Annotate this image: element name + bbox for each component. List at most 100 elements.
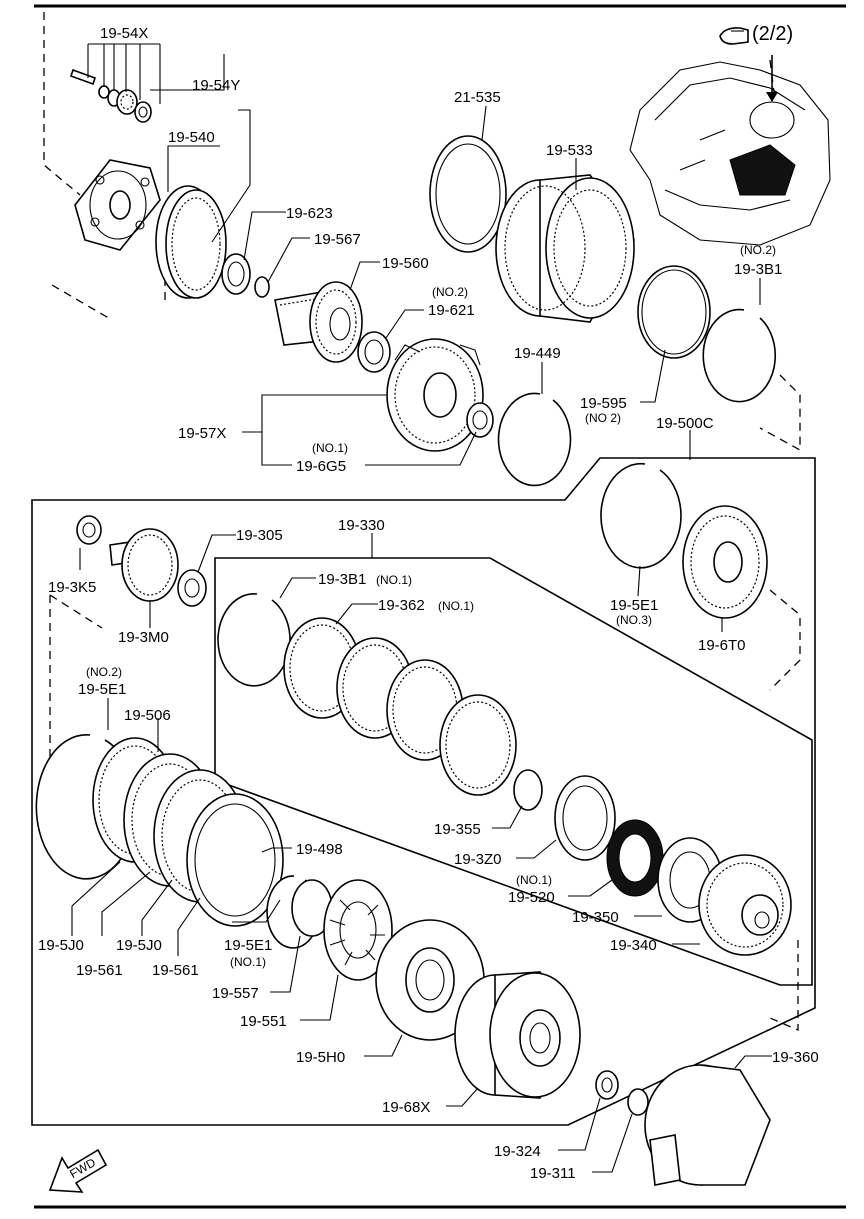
- part-ring-19595: [637, 265, 711, 359]
- label-19-533: 19-533: [546, 142, 593, 159]
- label-19-520: 19-520: [508, 889, 555, 906]
- hand-pointer-icon: [719, 27, 749, 45]
- label-19-350: 19-350: [572, 909, 619, 926]
- label-19-5E1-no1: 19-5E1: [224, 937, 272, 954]
- part-hub-19340: [698, 854, 792, 956]
- part-drum-19533: [495, 174, 635, 323]
- label-19-3M0: 19-3M0: [118, 629, 169, 646]
- dashed-guides: [43, 12, 801, 1031]
- part-snapring-193B1-no1: [217, 593, 291, 687]
- label-19-621-note: (NO.2): [432, 285, 468, 299]
- reference-arrowhead: [766, 92, 778, 102]
- part-piston-195H0: [375, 919, 485, 1041]
- part-washer-19324-hole: [601, 1077, 613, 1093]
- label-19-3Z0: 19-3Z0: [454, 851, 502, 868]
- label-19-5E1-no3: 19-5E1: [610, 597, 658, 614]
- label-19-567: 19-567: [314, 231, 361, 248]
- label-19-68X: 19-68X: [382, 1099, 430, 1116]
- part-ring-gear: [155, 185, 227, 299]
- label-19-3B1-top-note: (NO.2): [740, 243, 776, 257]
- label-19-324: 19-324: [494, 1143, 541, 1160]
- label-19-311: 19-311: [530, 1165, 576, 1182]
- label-19-5E1-no3-note: (NO.3): [616, 613, 652, 627]
- label-19-498: 19-498: [296, 841, 343, 858]
- label-19-54Y: 19-54Y: [192, 77, 240, 94]
- transmission-silhouette: [629, 61, 831, 246]
- direction-label: FWD: [67, 1155, 98, 1181]
- label-19-5E1-no2: 19-5E1: [78, 681, 126, 698]
- part-ring-19311: [627, 1088, 649, 1116]
- leader-lines: [71, 43, 772, 1173]
- label-19-5E1-no2-note: (NO.2): [86, 665, 122, 679]
- label-19-57X: 19-57X: [178, 425, 226, 442]
- label-19-540: 19-540: [168, 129, 215, 146]
- label-19-560: 19-560: [382, 255, 429, 272]
- part-drum-1968X: [454, 971, 581, 1099]
- label-19-3B1-top: 19-3B1: [734, 261, 782, 278]
- part-bearing-19621-hole: [364, 339, 384, 365]
- label-19-5J0-a: 19-5J0: [38, 937, 84, 954]
- part-bearing-19520: [606, 819, 664, 897]
- label-19-5J0-b: 19-5J0: [116, 937, 162, 954]
- part-snapring-19567: [254, 276, 270, 298]
- label-19-595-note: (NO 2): [585, 411, 621, 425]
- part-washer-19305-hole: [184, 578, 200, 598]
- label-19-355: 19-355: [434, 821, 481, 838]
- part-ring-19595-inner: [641, 269, 707, 355]
- part-snapring-195E1-no3: [600, 462, 682, 569]
- label-19-595: 19-595: [580, 395, 627, 412]
- label-19-362-note: (NO.1): [438, 599, 474, 613]
- part-snapring-19449: [497, 392, 572, 487]
- part-plate-21535-inner: [435, 143, 501, 245]
- label-19-561-b: 19-561: [152, 962, 199, 979]
- part-washer-193K5: [76, 515, 102, 545]
- label-19-6T0: 19-6T0: [698, 637, 746, 654]
- label-19-5H0: 19-5H0: [296, 1049, 345, 1066]
- label-19-623: 19-623: [286, 205, 333, 222]
- label-19-6G5-note: (NO.1): [312, 441, 348, 455]
- label-19-54X: 19-54X: [100, 25, 148, 42]
- label-19-340: 19-340: [610, 937, 657, 954]
- label-19-520-note: (NO.1): [516, 873, 552, 887]
- part-washer-19324: [595, 1070, 619, 1100]
- label-19-561-a: 19-561: [76, 962, 123, 979]
- part-plate-21535: [429, 135, 507, 253]
- part-washer-196G5: [466, 402, 494, 438]
- part-washer-19305: [177, 569, 207, 607]
- part-carrier-plate: [74, 159, 161, 251]
- label-19-506: 19-506: [124, 707, 171, 724]
- part-gear-193M0: [109, 528, 179, 602]
- part-snapring-19355: [513, 769, 543, 811]
- part-clutch-plates-19362: [283, 617, 517, 796]
- label-21-535: 21-535: [454, 89, 501, 106]
- part-band-19360: [644, 1064, 771, 1186]
- part-pin-set: [69, 68, 152, 123]
- label-19-3B1: 19-3B1: [318, 571, 366, 588]
- part-spring-19551: [323, 879, 393, 981]
- label-19-557: 19-557: [212, 985, 259, 1002]
- part-washer-196G5-hole: [472, 410, 488, 430]
- label-19-362: 19-362: [378, 597, 425, 614]
- label-19-5E1-no1-note: (NO.1): [230, 955, 266, 969]
- part-washer-19623: [221, 253, 251, 295]
- lower-group-outline: [31, 457, 816, 1126]
- direction-arrow-icon: [48, 1148, 108, 1193]
- part-piston-196T0: [682, 505, 768, 619]
- label-19-3B1-note: (NO.1): [376, 573, 412, 587]
- part-piston-193Z0: [554, 775, 616, 861]
- part-snapring-193B1-no2: [702, 308, 777, 403]
- label-19-3K5: 19-3K5: [48, 579, 96, 596]
- label-19-330: 19-330: [338, 517, 385, 534]
- part-washer-193K5-hole: [82, 522, 96, 538]
- part-clutch-plates-19506: [92, 737, 284, 927]
- label-19-6G5: 19-6G5: [296, 458, 346, 475]
- part-washer-19623-hole: [227, 261, 245, 287]
- label-19-305: 19-305: [236, 527, 283, 544]
- part-bearing-19621: [357, 331, 391, 373]
- page-reference: (2/2): [752, 23, 793, 45]
- label-19-449: 19-449: [514, 345, 561, 362]
- part-shaft-19560: [274, 281, 363, 363]
- label-19-621: 19-621: [428, 302, 475, 319]
